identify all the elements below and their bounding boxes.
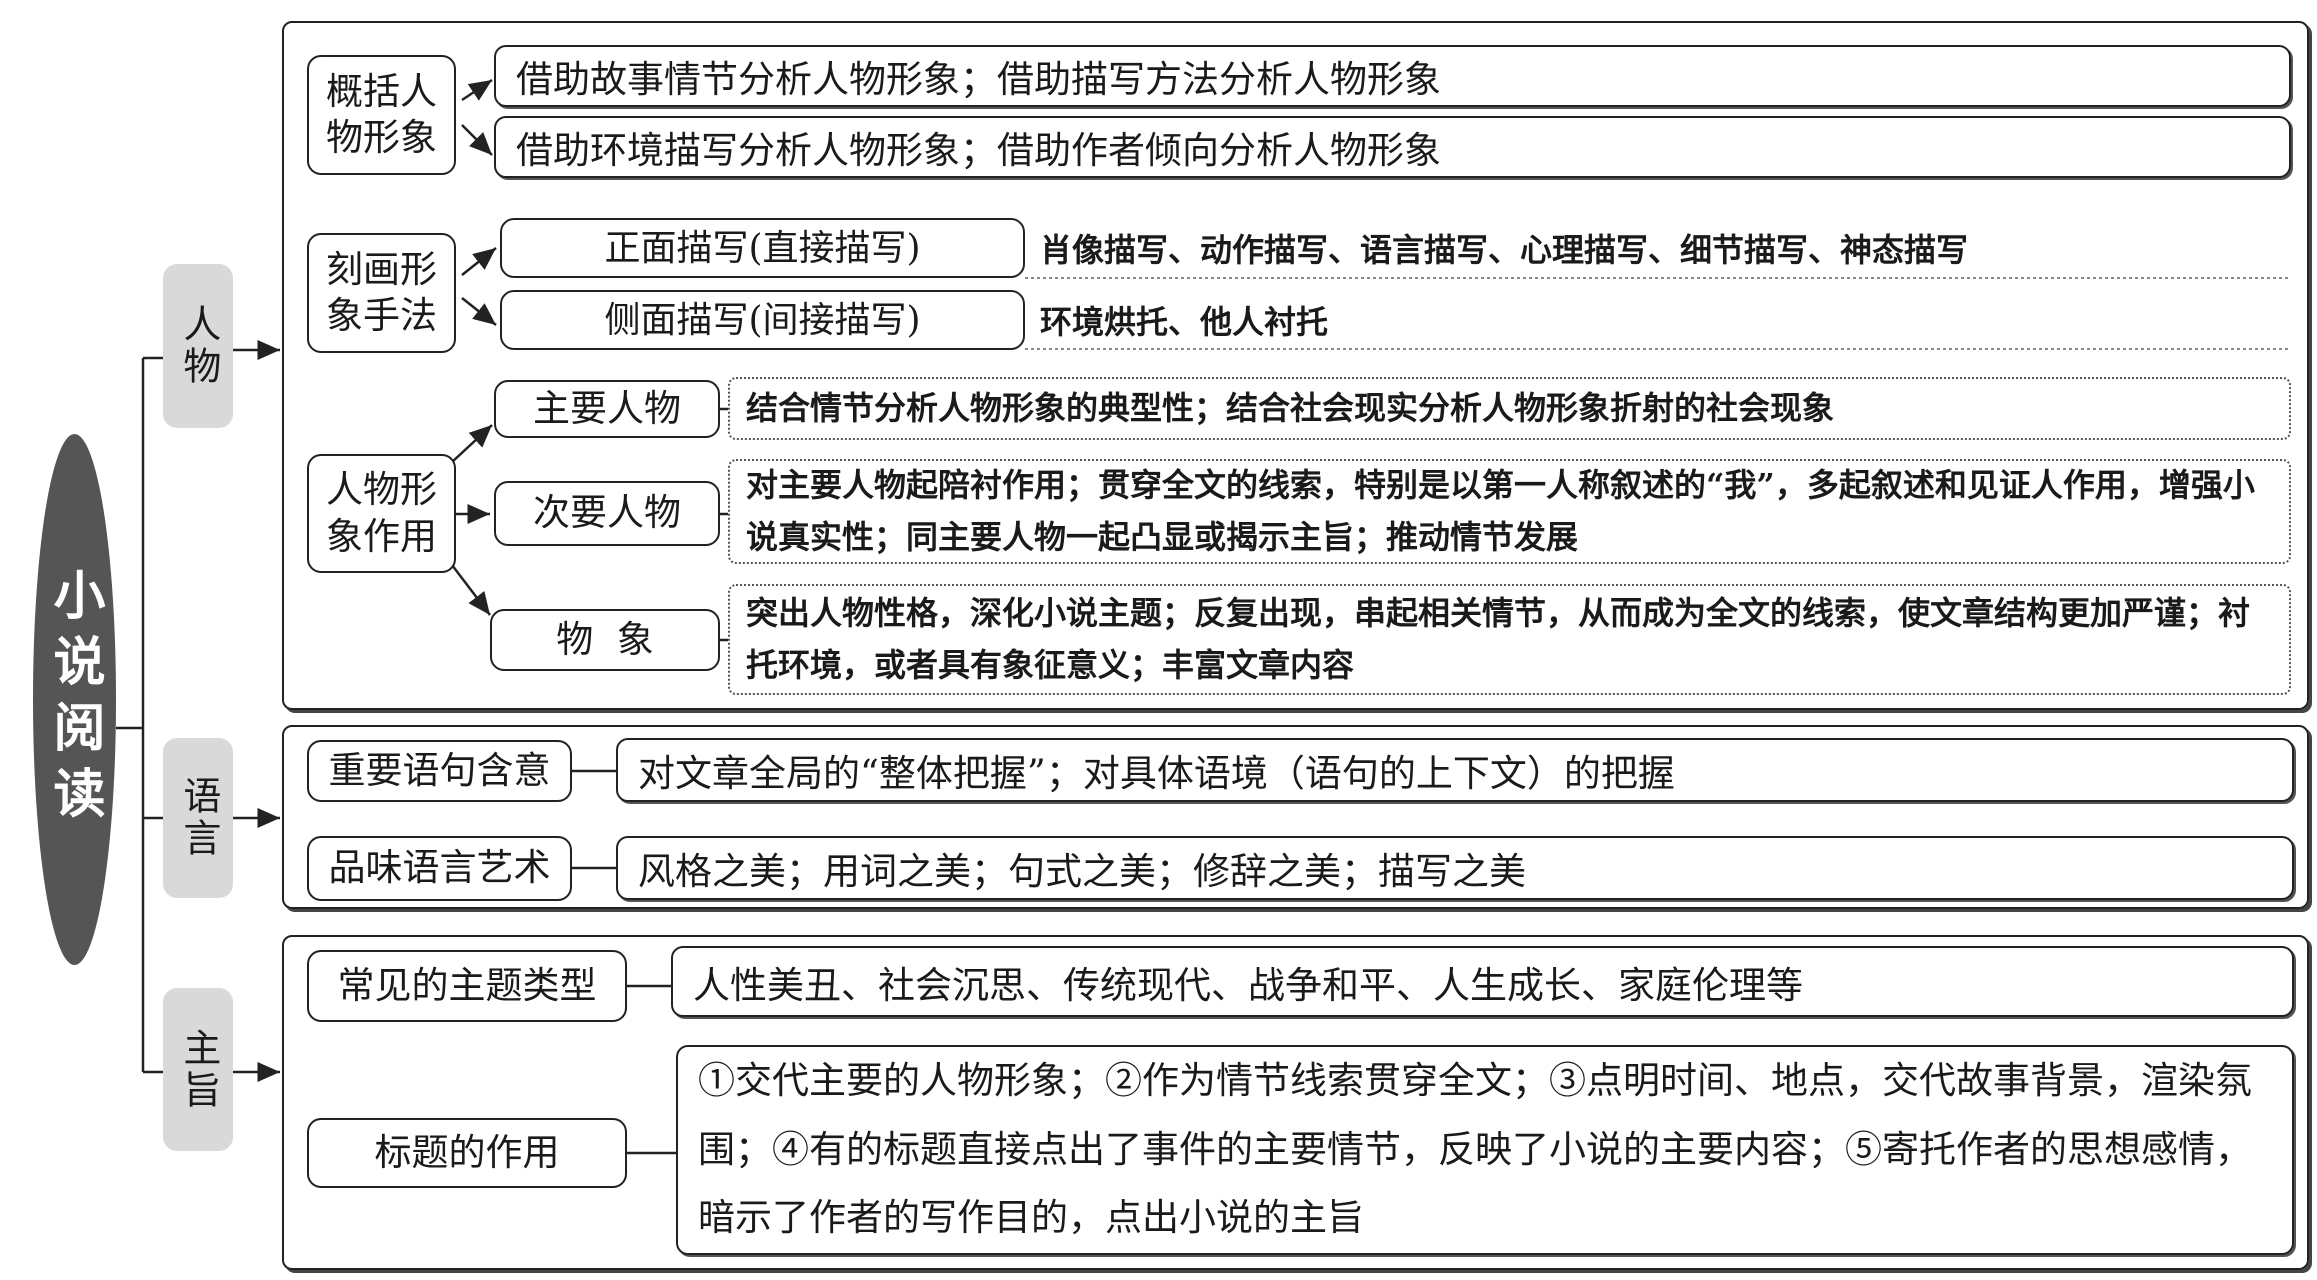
method-indirect: 侧面描写(间接描写) [500,290,1025,350]
role-secondary: 次要人物 [494,481,720,546]
summary-item: 借助故事情节分析人物形象；借助描写方法分析人物形象 [494,45,2291,107]
root-node: 小说阅读 [33,434,116,965]
category-character: 人物 [163,264,233,428]
category-language: 语言 [163,738,233,898]
role-secondary-detail: 对主要人物起陪衬作用；贯穿全文的线索，特别是以第一人称叙述的“我”，多起叙述和见… [728,459,2291,564]
node-summary: 概括人物形象 [307,55,456,175]
node-methods: 刻画形象手法 [307,233,456,353]
role-main-detail: 结合情节分析人物形象的典型性；结合社会现实分析人物形象折射的社会现象 [728,377,2291,440]
method-indirect-detail: 环境烘托、他人衬托 [1040,303,1329,341]
theme-types-detail: 人性美丑、社会沉思、传统现代、战争和平、人生成长、家庭伦理等 [671,946,2294,1017]
role-main: 主要人物 [494,380,720,438]
node-title-function: 标题的作用 [307,1118,627,1188]
node-roles: 人物形象作用 [307,454,456,573]
title-function-detail: ①交代主要的人物形象；②作为情节线索贯穿全文；③点明时间、地点，交代故事背景，渲… [676,1045,2294,1255]
role-object-detail: 突出人物性格，深化小说主题；反复出现，串起相关情节，从而成为全文的线索，使文章结… [728,584,2291,695]
section-theme [282,935,2309,1270]
summary-item: 借助环境描写分析人物形象；借助作者倾向分析人物形象 [494,116,2291,178]
section-language [282,725,2309,909]
key-sentences-detail: 对文章全局的“整体把握”；对具体语境（语句的上下文）的把握 [616,738,2294,802]
method-direct: 正面描写(直接描写) [500,218,1025,278]
method-direct-detail: 肖像描写、动作描写、语言描写、心理描写、细节描写、神态描写 [1040,231,1969,269]
language-art-detail: 风格之美；用词之美；句式之美；修辞之美；描写之美 [616,836,2294,900]
node-language-art: 品味语言艺术 [307,836,572,901]
category-theme: 主旨 [163,988,233,1151]
section-character [282,21,2309,710]
node-key-sentences: 重要语句含意 [307,740,572,802]
node-theme-types: 常见的主题类型 [307,950,627,1022]
role-object: 物 象 [490,609,720,671]
